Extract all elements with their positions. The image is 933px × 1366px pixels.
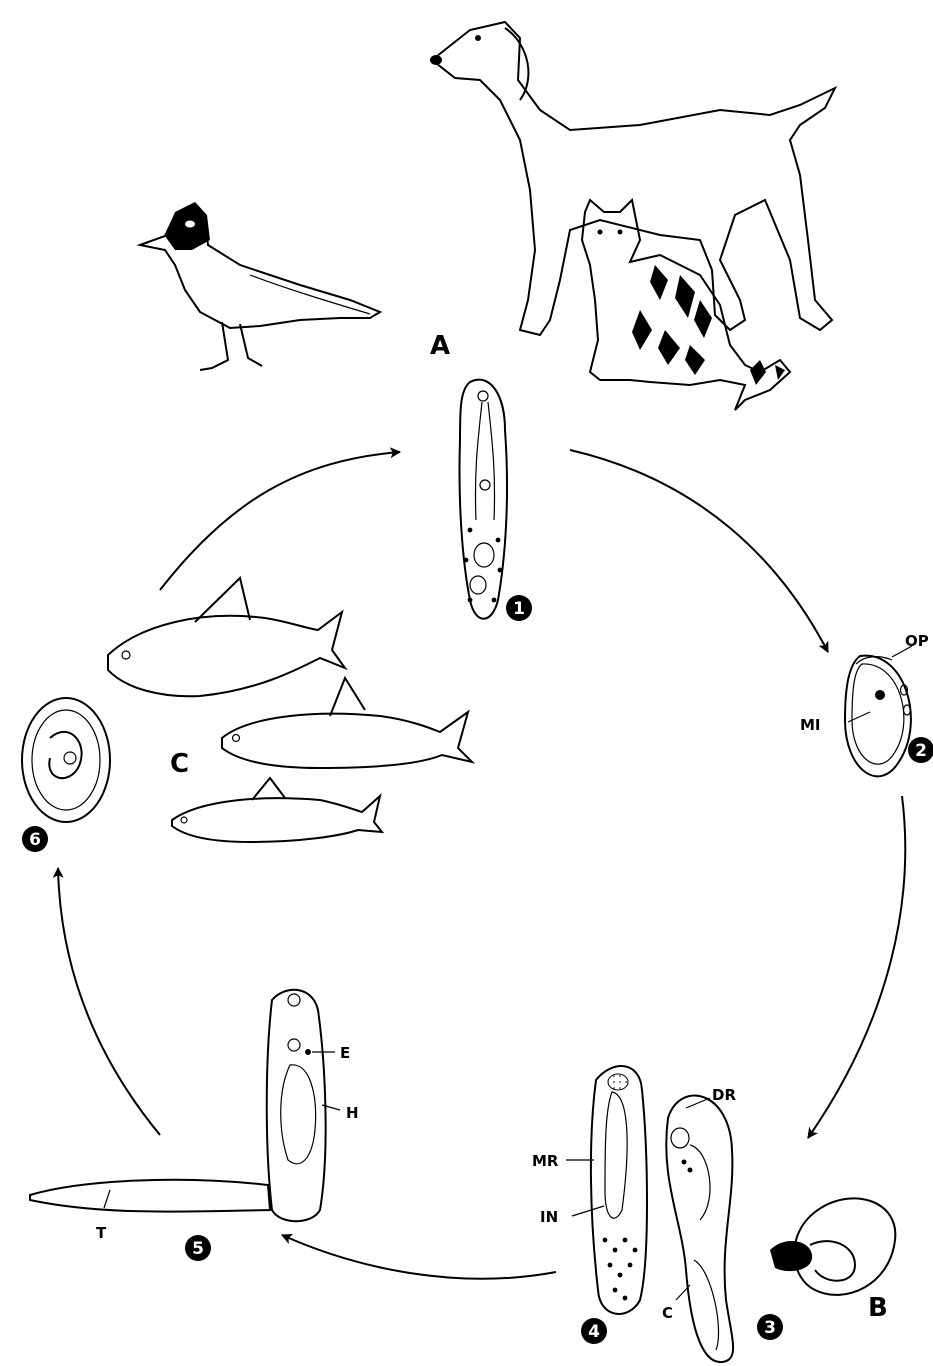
- cat-illustration: [582, 200, 790, 410]
- host-label-c: C: [170, 749, 189, 779]
- arrow-adult-to-egg: [570, 450, 828, 652]
- stage-badge-6: 6: [22, 826, 48, 852]
- stage-badge-1: 1: [506, 595, 532, 621]
- cercaria-illustration: [30, 990, 326, 1221]
- label-h: H: [346, 1104, 359, 1122]
- stage-badge-4: 4: [581, 1318, 607, 1344]
- gull-illustration: [140, 202, 380, 370]
- label-dr: DR: [712, 1086, 736, 1104]
- arrow-redia-to-cercaria: [282, 1235, 556, 1279]
- metacercaria-cyst: [22, 698, 110, 822]
- stage-badge-2: 2: [908, 737, 933, 763]
- dog-illustration: [430, 22, 835, 335]
- fish-roach: [172, 778, 382, 842]
- host-label-a: A: [430, 331, 450, 361]
- adult-fluke: [459, 380, 507, 619]
- stage-badge-3: 3: [757, 1314, 783, 1340]
- egg-illustration: [845, 656, 911, 777]
- svg-text:3: 3: [764, 1318, 776, 1338]
- svg-text:5: 5: [192, 1239, 204, 1259]
- arrow-egg-to-snail: [808, 796, 905, 1138]
- stage-badge-5: 5: [185, 1235, 211, 1261]
- svg-text:2: 2: [915, 741, 927, 761]
- arrow-cercaria-to-metacercaria: [58, 868, 160, 1135]
- svg-text:1: 1: [513, 599, 525, 619]
- daughter-redia: [666, 1096, 733, 1363]
- label-mr: MR: [532, 1152, 559, 1170]
- label-t: T: [96, 1224, 107, 1242]
- cycle-arrows: [58, 450, 905, 1279]
- fish-rudd: [222, 678, 472, 768]
- label-e: E: [340, 1044, 350, 1062]
- fish-bream: [108, 578, 345, 696]
- label-in: IN: [540, 1208, 558, 1226]
- label-mi: MI: [800, 716, 821, 734]
- arrow-fish-to-adult: [160, 452, 400, 590]
- label-c-cercariae: C: [662, 1304, 673, 1322]
- host-label-b: B: [868, 1293, 888, 1323]
- snail-illustration: [770, 1198, 895, 1295]
- label-op: OP: [905, 632, 929, 650]
- mother-redia: [591, 1066, 647, 1314]
- svg-text:6: 6: [29, 830, 41, 850]
- svg-text:4: 4: [588, 1322, 600, 1342]
